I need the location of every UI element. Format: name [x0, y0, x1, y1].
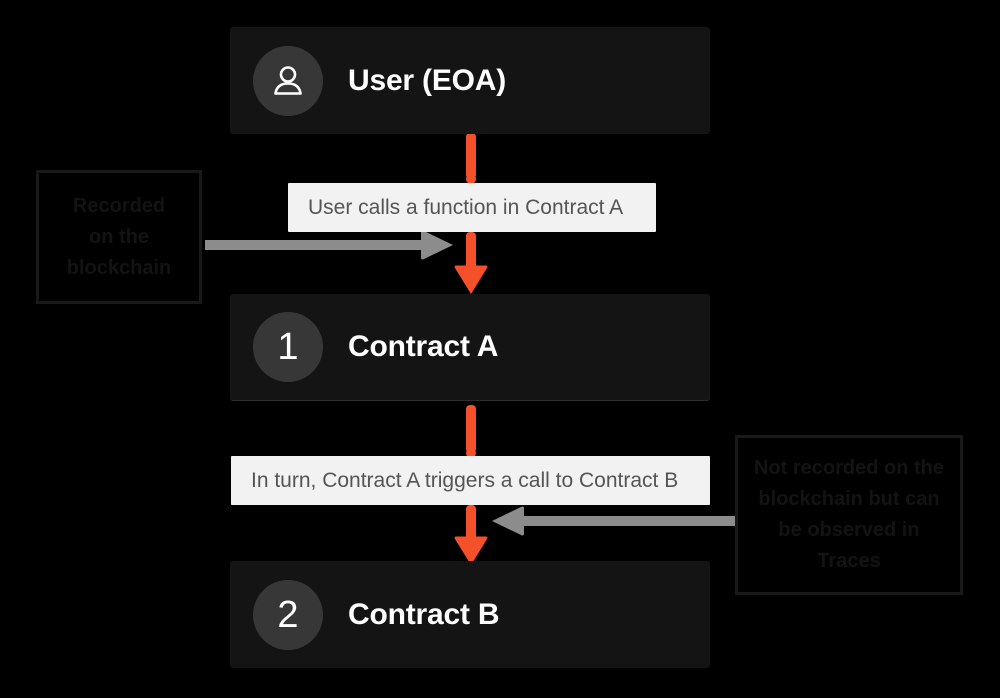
- arrow-user-to-caption1: [458, 133, 484, 185]
- caption-2-text: In turn, Contract A triggers a call to C…: [251, 468, 679, 492]
- contract-a-number-badge: 1: [253, 312, 323, 382]
- annotation-right-line-1: Not recorded on the: [753, 457, 944, 479]
- caption-1-text: User calls a function in Contract A: [308, 195, 624, 219]
- node-user-title: User (EOA): [348, 63, 507, 97]
- node-contract-b[interactable]: 2 Contract B: [230, 561, 710, 668]
- annotation-recorded-on-blockchain: Recorded on the blockchain: [36, 170, 202, 304]
- contract-b-number: 2: [277, 593, 299, 636]
- arrow-caption2-to-contract-b: [450, 505, 492, 567]
- node-user[interactable]: User (EOA): [230, 27, 710, 134]
- arrow-caption1-to-contract-a: [450, 232, 492, 296]
- annotation-right-line-3: be observed in: [778, 519, 920, 541]
- annotation-left-line-1: Recorded: [72, 194, 166, 217]
- contract-a-number: 1: [277, 326, 299, 368]
- annotation-left-line-2: on the: [89, 225, 149, 248]
- node-contract-b-title: Contract B: [348, 597, 500, 631]
- user-icon: [274, 65, 302, 95]
- arrow-contract-a-to-caption2: [458, 405, 484, 459]
- arrow-annotation-left: [205, 229, 455, 261]
- arrow-annotation-right: [490, 505, 740, 537]
- annotation-right-line-2: blockchain but can: [758, 488, 940, 510]
- annotation-right-line-4: Traces: [817, 550, 881, 572]
- annotation-not-recorded-traces: Not recorded on the blockchain but can b…: [735, 435, 963, 595]
- node-contract-a-title: Contract A: [348, 330, 499, 363]
- contract-b-number-badge: 2: [253, 579, 323, 650]
- caption-contract-a-triggers-contract-b: In turn, Contract A triggers a call to C…: [231, 456, 710, 505]
- user-avatar-badge: [253, 45, 323, 116]
- annotation-left-line-3: blockchain: [66, 256, 172, 279]
- node-contract-a[interactable]: 1 Contract A: [230, 294, 710, 401]
- caption-user-calls-contract-a: User calls a function in Contract A: [288, 183, 656, 232]
